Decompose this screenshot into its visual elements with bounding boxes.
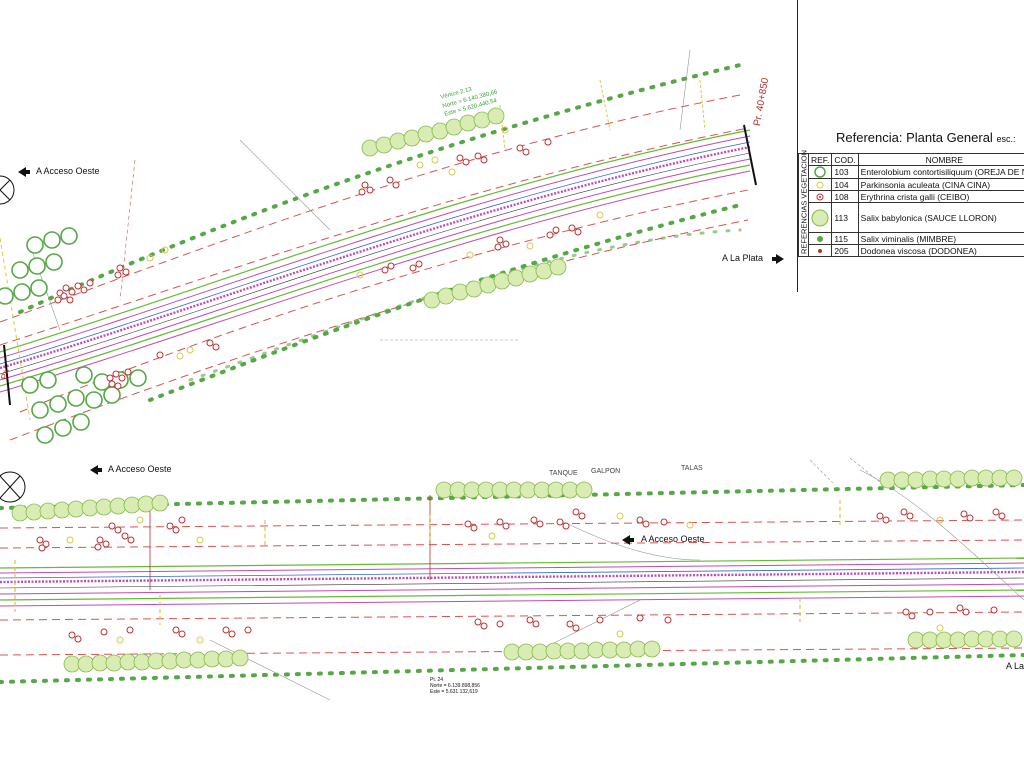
legend-nombre: Salix babylonica (SAUCE LLORON) bbox=[857, 202, 1024, 233]
legend-nombre: Salix viminalis (MIMBRE) bbox=[857, 232, 1024, 245]
arrow-acceso-oeste-top bbox=[18, 167, 26, 177]
legend-row: 108 Erythrina crista galli (CEIBO) bbox=[799, 190, 1024, 203]
point-label-3: Este = 5.631.132,619 bbox=[430, 689, 478, 695]
willow-symbol-icon bbox=[807, 202, 833, 233]
legend-header-row: REFERENCIAS VEGETACION REF. COD. NOMBRE bbox=[798, 150, 1024, 257]
svg-text:Pr.: Pr. bbox=[0, 368, 11, 381]
legend-row: 205 Dodonea viscosa (DODONEA) bbox=[799, 244, 1024, 257]
legend-nombre: Parkinsonia aculeata (CINA CINA) bbox=[857, 178, 1024, 191]
north-arrow-icon bbox=[0, 16, 835, 503]
willow-clusters-top bbox=[361, 107, 567, 309]
legend-row: 115 Salix viminalis (MIMBRE) bbox=[799, 232, 1024, 245]
reference-title: Referencia: Planta General esc.: bbox=[836, 130, 1015, 145]
arrow-acceso-oeste-mid bbox=[90, 465, 98, 475]
legend-nombre: Erythrina crista galli (CEIBO) bbox=[857, 190, 1024, 203]
label-acceso-oeste-top: A Acceso Oeste bbox=[36, 166, 100, 176]
label-talas: TALAS bbox=[681, 465, 703, 472]
legend-cod: 205 bbox=[831, 244, 859, 257]
ceibo-trees-bottom bbox=[36, 508, 1006, 643]
arrow-la-plata-top bbox=[776, 254, 784, 264]
legend-header-ref: REF. bbox=[807, 153, 833, 166]
oreja-clusters-top bbox=[0, 227, 147, 444]
label-la-plata-top: A La Plata bbox=[722, 253, 764, 263]
vegetation-legend-table: REFERENCIAS VEGETACION REF. COD. NOMBRE … bbox=[798, 150, 1024, 257]
arrow-acceso-oeste-road bbox=[622, 535, 630, 545]
label-acceso-oeste-mid: A Acceso Oeste bbox=[108, 464, 172, 474]
oreja-symbol-icon bbox=[807, 165, 833, 179]
willow-clusters-bottom bbox=[11, 469, 1023, 673]
legend-side-label: REFERENCIAS VEGETACION bbox=[798, 150, 809, 257]
legend-row: 113 Salix babylonica (SAUCE LLORON) bbox=[799, 202, 1024, 233]
reference-scale: esc.: bbox=[996, 134, 1016, 144]
legend-cod: 113 bbox=[831, 202, 859, 233]
legend-cod: 108 bbox=[831, 190, 859, 203]
legend-cod: 115 bbox=[831, 232, 859, 245]
station-markers: Pr. bbox=[0, 368, 11, 381]
cina-trees-bottom bbox=[66, 512, 944, 644]
legend-row: 104 Parkinsonia aculeata (CINA CINA) bbox=[799, 178, 1024, 191]
label-acceso-oeste-road: A Acceso Oeste bbox=[641, 534, 705, 544]
mimbre-symbol-icon bbox=[807, 232, 833, 245]
ceibo-symbol-icon bbox=[807, 190, 833, 203]
legend-header-nombre: NOMBRE bbox=[857, 153, 1024, 166]
cina-symbol-icon bbox=[807, 178, 833, 191]
legend-cod: 103 bbox=[831, 165, 859, 179]
ceibo-trees-top bbox=[54, 138, 582, 390]
legend-nombre: Enterolobium contortisiliquum (OREJA DE … bbox=[857, 165, 1024, 179]
legend-nombre: Dodonea viscosa (DODONEA) bbox=[857, 244, 1024, 257]
label-tanque: TANQUE bbox=[549, 470, 578, 477]
cina-trees-top bbox=[146, 126, 604, 360]
legend-header-cod: COD. bbox=[831, 153, 859, 166]
point-label-1: Pt. 24 bbox=[430, 677, 444, 683]
dodonea-symbol-icon bbox=[807, 244, 833, 257]
label-galpon: GALPON bbox=[591, 468, 621, 475]
point-label-2: Norte = 6.139.898,856 bbox=[430, 683, 480, 689]
label-la-plata-bottom: A La bbox=[1006, 661, 1024, 671]
reference-title-text: Referencia: Planta General bbox=[836, 130, 993, 145]
legend-row: 103 Enterolobium contortisiliquum (OREJA… bbox=[799, 165, 1024, 179]
legend-cod: 104 bbox=[831, 178, 859, 191]
